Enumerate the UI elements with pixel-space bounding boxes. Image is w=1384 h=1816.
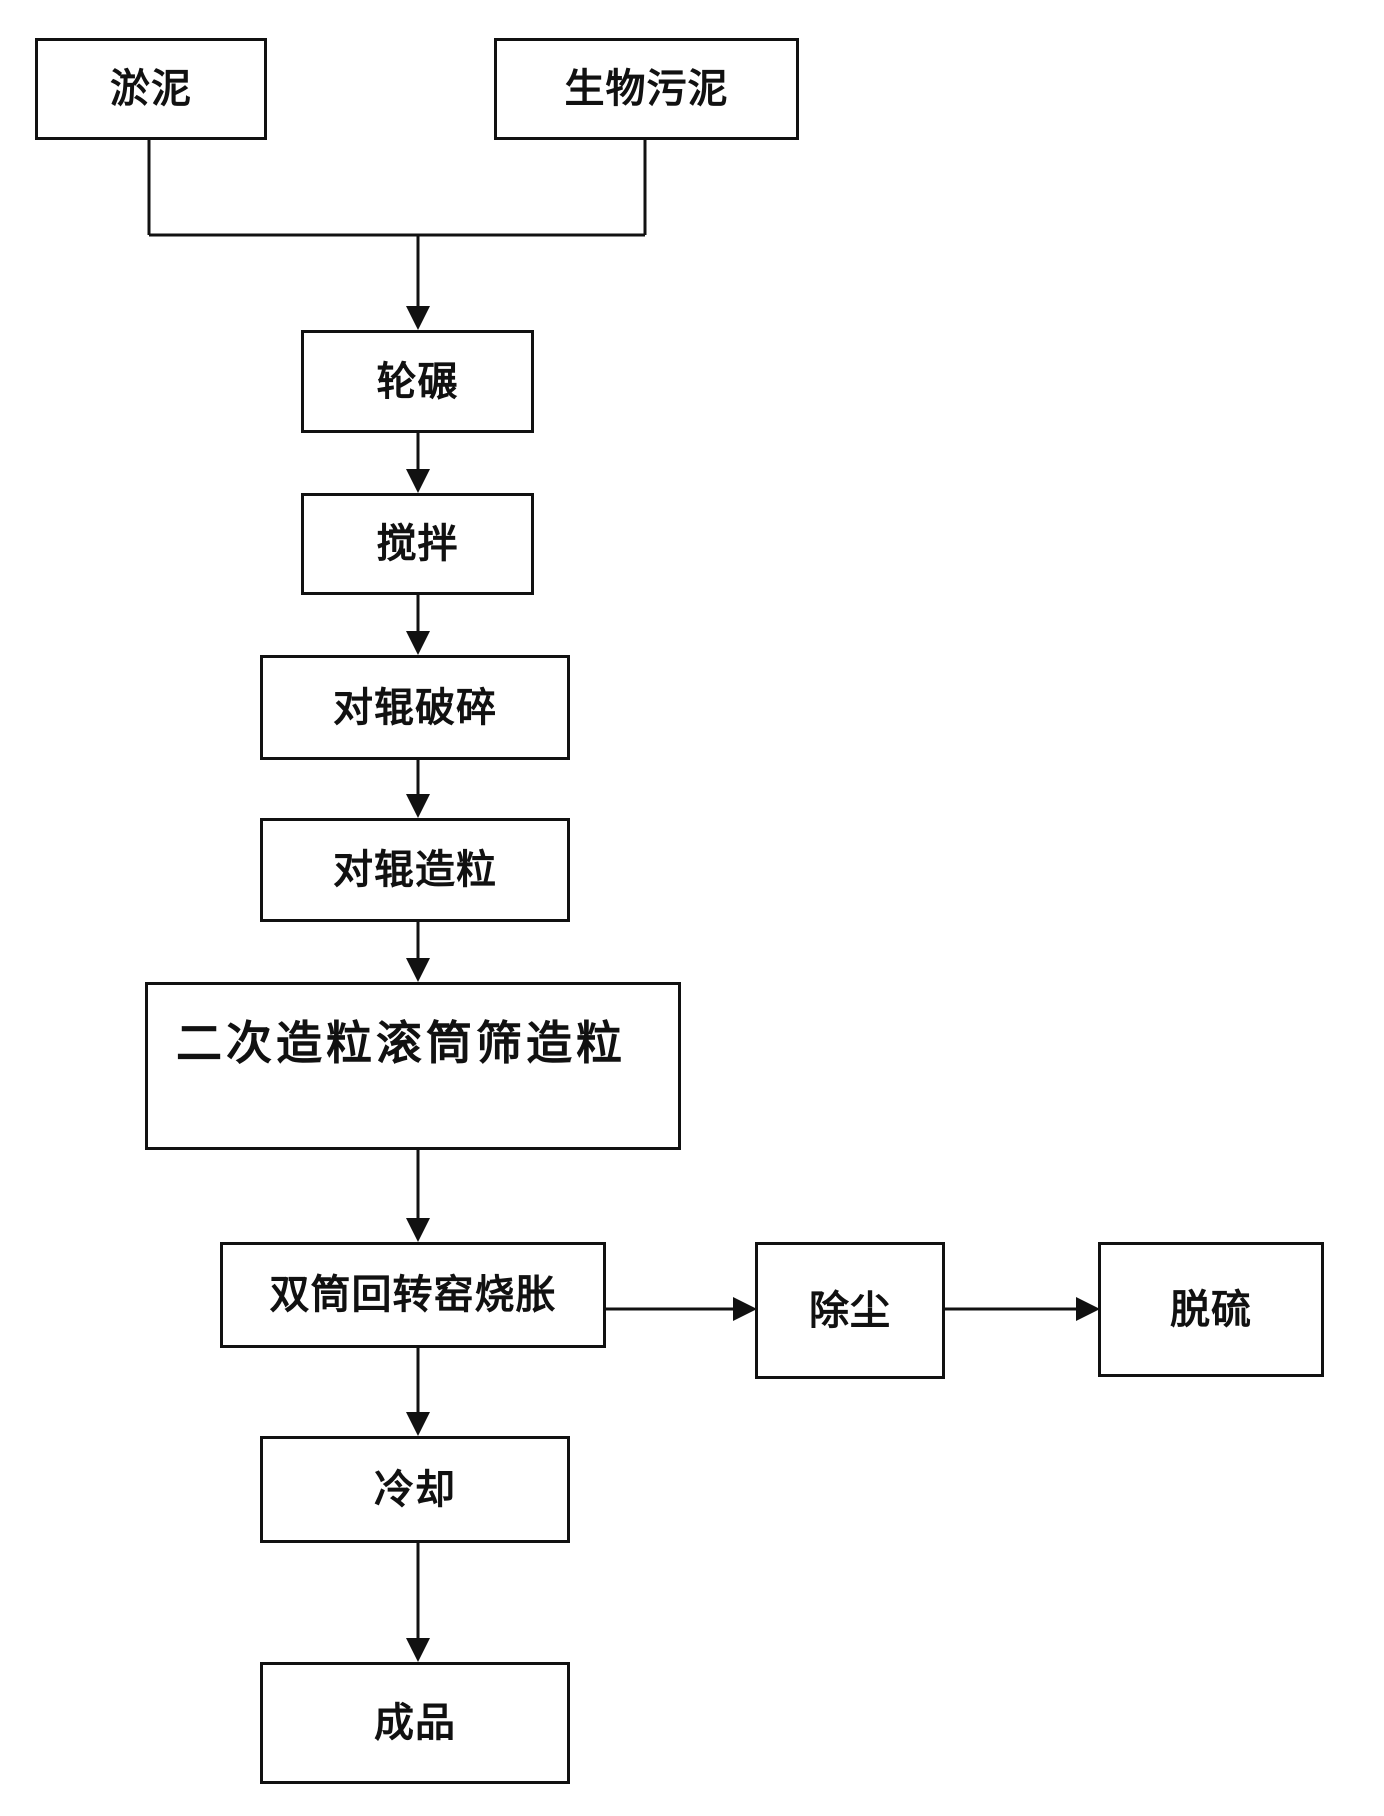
node-stirring: 搅拌: [301, 493, 534, 595]
arrowhead-wheel-grinding: [406, 306, 430, 330]
arrowhead-desulfurization: [1076, 1297, 1100, 1321]
node-roller-crushing: 对辊破碎: [260, 655, 570, 760]
node-desulfurization: 脱硫: [1098, 1242, 1324, 1377]
arrowhead-finished-product: [406, 1638, 430, 1662]
node-sludge: 淤泥: [35, 38, 267, 140]
arrowhead-roller-crushing: [406, 631, 430, 655]
node-bio-sludge: 生物污泥: [494, 38, 799, 140]
node-roller-granulation: 对辊造粒: [260, 818, 570, 922]
arrowhead-secondary-granulation: [406, 958, 430, 982]
arrowhead-roller-granulation: [406, 794, 430, 818]
node-rotary-kiln: 双筒回转窑烧胀: [220, 1242, 606, 1348]
node-dust-removal: 除尘: [755, 1242, 945, 1379]
node-secondary-granulation: 二次造粒滚筒筛造粒: [145, 982, 681, 1150]
node-finished-product: 成品: [260, 1662, 570, 1784]
node-cooling: 冷却: [260, 1436, 570, 1543]
arrowhead-cooling: [406, 1412, 430, 1436]
arrowhead-stirring: [406, 469, 430, 493]
node-wheel-grinding: 轮碾: [301, 330, 534, 433]
arrowhead-dust-removal: [733, 1297, 757, 1321]
arrowhead-rotary-kiln: [406, 1218, 430, 1242]
